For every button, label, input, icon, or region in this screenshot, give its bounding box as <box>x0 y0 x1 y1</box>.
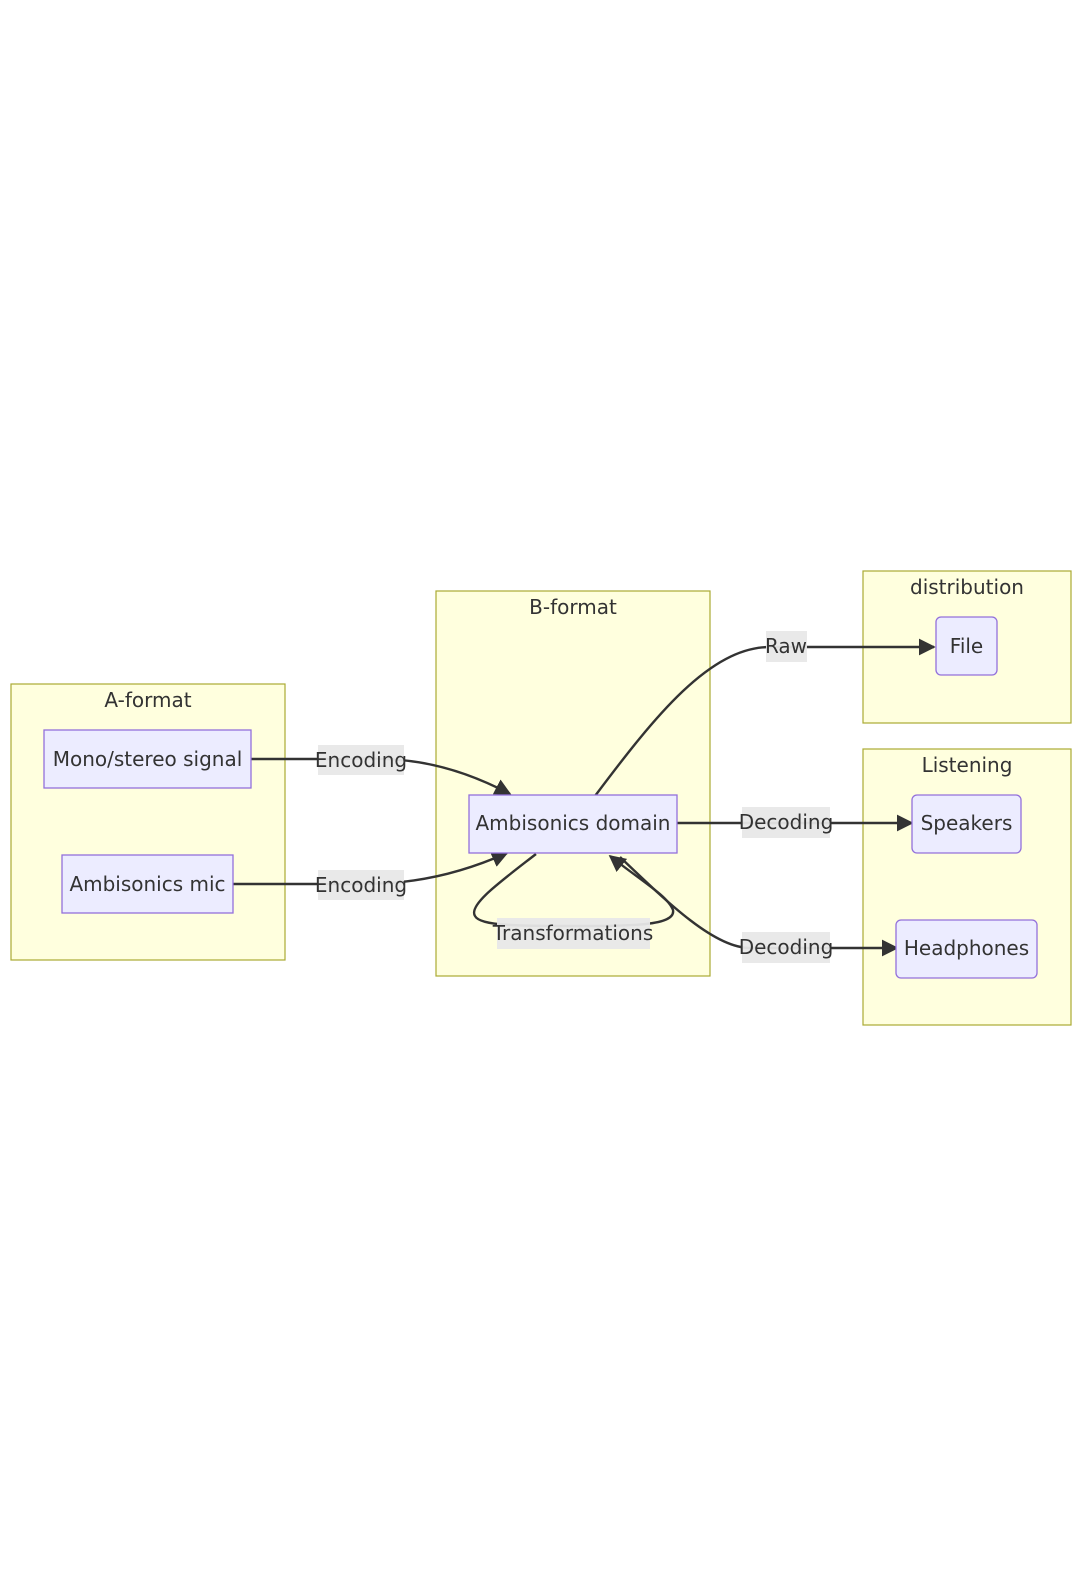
edge-label-decoding-speakers: Decoding <box>739 807 834 838</box>
node-headphones-label: Headphones <box>904 936 1029 960</box>
edge-label-transformations-text: Transformations <box>492 921 653 945</box>
node-ambisonics-domain-label: Ambisonics domain <box>476 811 671 835</box>
node-speakers-label: Speakers <box>921 811 1013 835</box>
node-ambisonics-mic[interactable]: Ambisonics mic <box>61 854 234 914</box>
edge-label-encoding-1-text: Encoding <box>315 748 407 772</box>
node-speakers[interactable]: Speakers <box>911 794 1022 854</box>
edge-label-decoding-headphones: Decoding <box>739 932 834 963</box>
edge-label-encoding-2: Encoding <box>315 870 407 900</box>
node-ambisonics-mic-label: Ambisonics mic <box>69 872 225 896</box>
node-file-label: File <box>950 634 983 658</box>
cluster-b-format-title: B-format <box>529 595 617 619</box>
edge-domain-to-file <box>594 638 936 797</box>
cluster-listening-title: Listening <box>922 753 1013 777</box>
edge-label-transformations: Transformations <box>492 918 653 949</box>
edge-label-raw: Raw <box>765 631 807 662</box>
edge-label-decoding-speakers-text: Decoding <box>739 810 834 834</box>
node-ambisonics-domain[interactable]: Ambisonics domain <box>468 794 678 854</box>
edge-label-encoding-2-text: Encoding <box>315 873 407 897</box>
node-headphones[interactable]: Headphones <box>895 919 1038 979</box>
edge-label-encoding-1: Encoding <box>315 745 407 775</box>
cluster-listening: Listening <box>862 748 1072 1026</box>
node-mono-stereo-signal[interactable]: Mono/stereo signal <box>43 729 252 789</box>
node-mono-stereo-signal-label: Mono/stereo signal <box>53 747 243 771</box>
cluster-a-format: A-format <box>10 683 286 961</box>
cluster-a-format-title: A-format <box>104 688 191 712</box>
cluster-b-format: B-format <box>435 590 711 977</box>
node-file[interactable]: File <box>935 616 998 676</box>
cluster-distribution-title: distribution <box>910 575 1024 599</box>
edge-label-raw-text: Raw <box>765 634 807 658</box>
edge-label-decoding-headphones-text: Decoding <box>739 935 834 959</box>
